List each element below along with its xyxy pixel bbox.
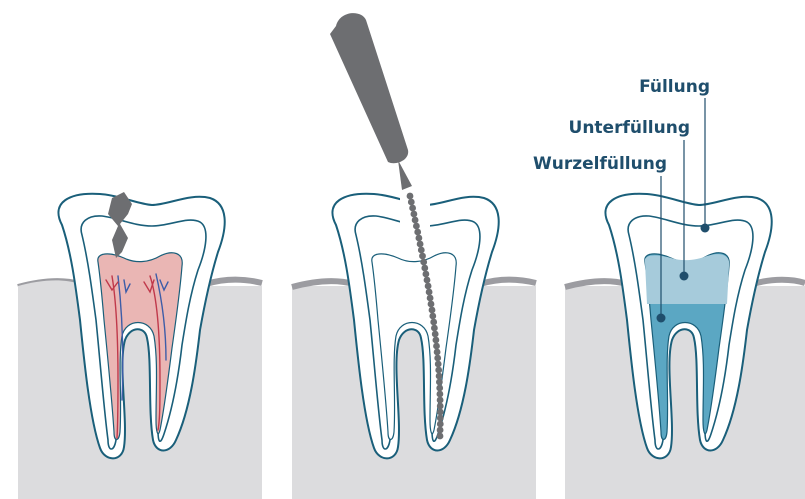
file-bead bbox=[424, 277, 431, 284]
file-bead bbox=[419, 253, 426, 260]
file-bead bbox=[418, 247, 425, 254]
file-bead bbox=[429, 313, 436, 320]
file-bead bbox=[437, 427, 444, 434]
file-bead bbox=[427, 295, 434, 302]
file-bead bbox=[409, 205, 416, 212]
file-bead bbox=[408, 199, 415, 206]
panel-infected-tooth bbox=[18, 192, 262, 499]
file-bead bbox=[437, 397, 444, 404]
file-bead bbox=[413, 223, 420, 230]
file-bead bbox=[411, 211, 418, 218]
root-filling-label: Wurzelfüllung bbox=[533, 154, 667, 174]
file-bead bbox=[437, 415, 444, 422]
file-bead bbox=[429, 307, 436, 314]
file-bead bbox=[420, 259, 427, 266]
file-bead bbox=[437, 403, 444, 410]
file-bead bbox=[430, 319, 437, 326]
panel-filled-tooth: Füllung Unterfüllung Wurzelfüllung bbox=[533, 77, 805, 499]
panel-root-canal-file bbox=[292, 13, 536, 499]
file-bead bbox=[431, 325, 438, 332]
file-bead bbox=[434, 349, 441, 356]
file-bead bbox=[435, 367, 442, 374]
file-bead bbox=[407, 193, 414, 200]
file-bead bbox=[437, 421, 444, 428]
file-bead bbox=[437, 433, 444, 440]
file-bead bbox=[434, 355, 441, 362]
file-bead bbox=[436, 373, 443, 380]
file-bead bbox=[433, 343, 440, 350]
file-bead bbox=[432, 331, 439, 338]
file-bead bbox=[428, 301, 435, 308]
filling-label: Füllung bbox=[639, 77, 710, 97]
file-bead bbox=[421, 265, 428, 272]
file-bead bbox=[423, 271, 430, 278]
file-bead bbox=[426, 289, 433, 296]
file-bead bbox=[425, 283, 432, 290]
file-bead bbox=[437, 391, 444, 398]
bone-socket-right bbox=[18, 280, 80, 499]
file-bead bbox=[436, 385, 443, 392]
file-bead bbox=[417, 241, 424, 248]
gum-edge bbox=[480, 280, 536, 284]
underfilling-label: Unterfüllung bbox=[569, 118, 690, 138]
gum-edge bbox=[206, 280, 262, 284]
file-bead bbox=[436, 379, 443, 386]
file-bead bbox=[433, 337, 440, 344]
file-bead bbox=[412, 217, 419, 224]
gum-edge bbox=[753, 280, 805, 284]
file-bead bbox=[416, 235, 423, 242]
file-bead bbox=[435, 361, 442, 368]
file-bead bbox=[437, 409, 444, 416]
file-bead bbox=[414, 229, 421, 236]
